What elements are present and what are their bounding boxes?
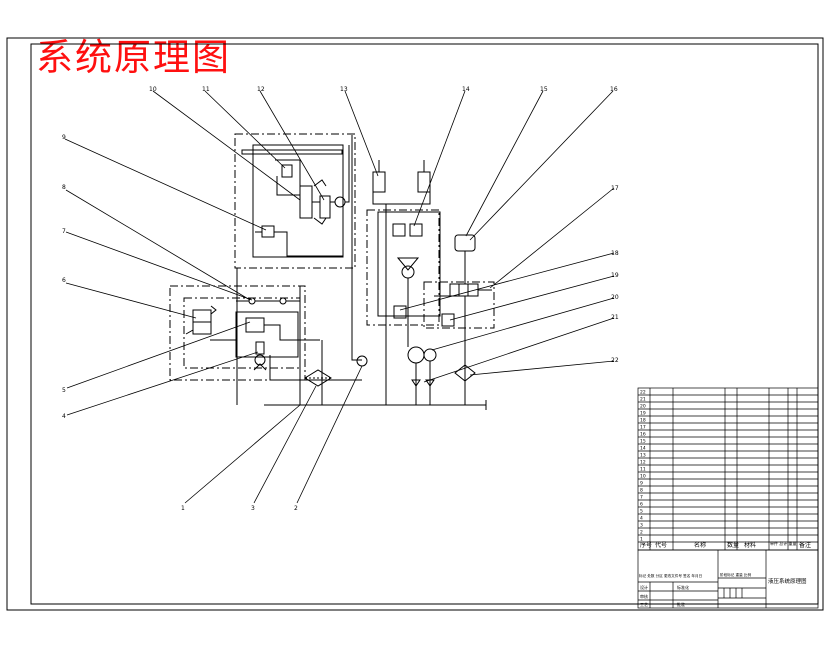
- balloon-18: 18: [611, 250, 619, 257]
- balloon-labels: 1 2 3 4 5 6 7 8 9 10 11 12 13 14 15 16 1…: [62, 86, 619, 512]
- valve-group-enclosure-right: [366, 209, 440, 326]
- motor-20: [407, 346, 425, 364]
- parts-row-number: 10: [640, 474, 646, 480]
- balloon-12: 12: [257, 86, 265, 93]
- parts-row-number: 21: [640, 397, 646, 403]
- svg-text:设计: 设计: [640, 584, 648, 590]
- balloon-16: 16: [610, 86, 618, 93]
- title-block: [637, 549, 819, 609]
- parts-row-number: 16: [640, 432, 646, 438]
- valve-5: [245, 317, 265, 333]
- drawing-title: 系统原理图: [36, 36, 231, 79]
- balloon-15: 15: [540, 86, 548, 93]
- valve-12: [319, 195, 331, 219]
- balloon-2: 2: [294, 505, 298, 512]
- balloon-5: 5: [62, 387, 66, 394]
- balloon-17: 17: [611, 185, 619, 192]
- parts-row-number: 17: [640, 425, 646, 431]
- balloon-1: 1: [181, 505, 185, 512]
- parts-row-number: 14: [640, 446, 646, 452]
- pump-21: [423, 348, 437, 362]
- valve-14a: [392, 223, 406, 237]
- filter-22: [454, 364, 476, 382]
- parts-list: [637, 387, 819, 551]
- parts-row-number: 8: [640, 488, 643, 494]
- balloon-3: 3: [251, 505, 255, 512]
- valve-14b: [409, 223, 423, 237]
- parts-row-number: 1: [640, 537, 643, 543]
- balloon-7: 7: [62, 228, 66, 235]
- svg-text:阶段标记 重量 比例: 阶段标记 重量 比例: [720, 572, 751, 577]
- inner-border: [30, 43, 819, 605]
- svg-text:数量: 数量: [727, 541, 739, 549]
- parts-row-number: 11: [640, 467, 646, 473]
- balloon-11: 11: [202, 86, 210, 93]
- valve-9: [261, 225, 275, 238]
- balloon-8: 8: [62, 184, 66, 191]
- parts-row-number: 22: [640, 390, 646, 396]
- parts-row-number: 18: [640, 418, 646, 424]
- svg-text:标记 处数 分区 更改文件号 签名 年月日: 标记 处数 分区 更改文件号 签名 年月日: [639, 573, 702, 578]
- parts-row-number: 19: [640, 411, 646, 417]
- balloon-14: 14: [462, 86, 470, 93]
- parts-row-number: 4: [640, 516, 643, 522]
- parts-row-number: 7: [640, 495, 643, 501]
- parts-row-number: 9: [640, 481, 643, 487]
- balloon-20: 20: [611, 294, 619, 301]
- balloon-13: 13: [340, 86, 348, 93]
- outer-border: [6, 37, 824, 611]
- parts-list-header: 序号 代号 名称 数量 材料 单件 总计 重量 备注: [640, 540, 811, 549]
- parts-row-number: 13: [640, 453, 646, 459]
- svg-text:工艺: 工艺: [640, 602, 648, 607]
- parts-row-number: 6: [640, 502, 643, 508]
- parts-row-number: 5: [640, 509, 643, 515]
- parts-row-number: 20: [640, 404, 646, 410]
- svg-text:审核: 审核: [640, 593, 648, 599]
- drawing-name: 液压系统原理图: [768, 577, 807, 585]
- svg-text:代号: 代号: [655, 541, 667, 549]
- balloon-4: 4: [62, 413, 66, 420]
- parts-row-number: 3: [640, 523, 643, 529]
- title-block-text: 液压系统原理图 标记 处数 分区 更改文件号 签名 年月日 设计 标准化 审核 …: [639, 572, 807, 607]
- pump-2: [356, 355, 368, 367]
- svg-text:序号: 序号: [640, 541, 652, 549]
- cylinder-13a: [372, 171, 386, 193]
- parts-row-number: 12: [640, 460, 646, 466]
- parts-row-number: 15: [640, 439, 646, 445]
- svg-text:材料: 材料: [744, 541, 756, 549]
- valve-18a: [393, 305, 407, 319]
- svg-text:单件 总计 重量: 单件 总计 重量: [770, 540, 797, 546]
- svg-text:标准化: 标准化: [677, 584, 689, 590]
- parts-row-number: 2: [640, 530, 643, 536]
- svg-text:批准: 批准: [677, 601, 685, 607]
- valve-4: [255, 341, 265, 355]
- valve-19: [441, 313, 455, 327]
- balloon-6: 6: [62, 277, 66, 284]
- leader-lines: [64, 90, 615, 504]
- balloon-19: 19: [611, 272, 619, 279]
- svg-text:备注: 备注: [799, 541, 811, 549]
- valve-group-enclosure-top: [234, 133, 356, 269]
- balloon-10: 10: [149, 86, 157, 93]
- hydraulic-circuit: [169, 133, 495, 410]
- svg-text:名称: 名称: [694, 541, 706, 549]
- valve-11: [281, 164, 293, 178]
- balloon-21: 21: [611, 314, 619, 321]
- balloon-22: 22: [611, 357, 619, 364]
- balloon-9: 9: [62, 134, 66, 141]
